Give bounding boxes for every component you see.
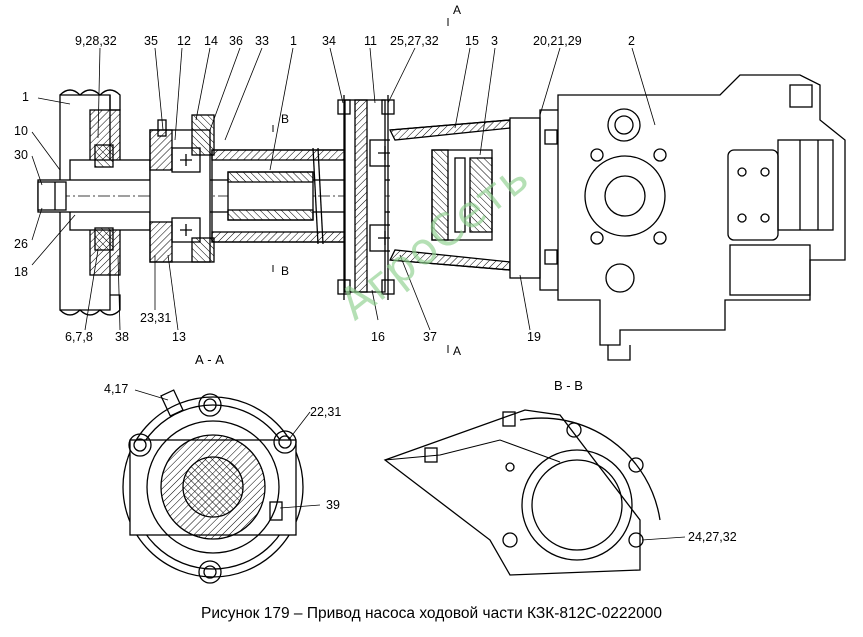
pump-flange: [509, 109, 561, 291]
callout-6-7-8: 6,7,8: [65, 330, 93, 344]
section-mark-a-bottom: А: [453, 344, 462, 358]
section-mark-b-top: В: [281, 112, 290, 126]
callout-4-17: 4,17: [104, 382, 129, 396]
callout-15: 15: [465, 34, 479, 48]
callout-1-top: 1: [290, 34, 297, 48]
section-a-a-view: [122, 389, 304, 584]
callout-35: 35: [144, 34, 158, 48]
section-lines: [272, 18, 449, 353]
callout-20-21-29: 20,21,29: [533, 34, 582, 48]
callout-16: 16: [371, 330, 385, 344]
callout-36: 36: [229, 34, 243, 48]
callout-12: 12: [177, 34, 191, 48]
callout-13: 13: [172, 330, 186, 344]
callout-19: 19: [527, 330, 541, 344]
callout-26: 26: [14, 237, 28, 251]
callout-24-27-32: 24,27,32: [688, 530, 737, 544]
middle-bearing-flange: [337, 95, 401, 300]
callout-25-27-32: 25,27,32: [390, 34, 439, 48]
section-a-a-title: А - А: [195, 352, 224, 367]
main-assembly-view: [37, 18, 846, 361]
callout-23-31: 23,31: [140, 311, 172, 325]
callout-1-left: 1: [22, 90, 29, 104]
callout-9-28-32: 9,28,32: [75, 34, 117, 48]
section-mark-b-bottom: В: [281, 264, 290, 278]
callout-2: 2: [628, 34, 635, 48]
callout-34: 34: [322, 34, 336, 48]
callout-3: 3: [491, 34, 498, 48]
callout-30: 30: [14, 148, 28, 162]
left-bearing-housing: [149, 114, 215, 263]
section-b-b-title: В - В: [554, 378, 583, 393]
callout-14: 14: [204, 34, 218, 48]
callout-38: 38: [115, 330, 129, 344]
section-b-b-view: [383, 409, 661, 576]
callout-11: 11: [364, 34, 377, 48]
callout-37: 37: [423, 330, 437, 344]
coupling-housing: [388, 119, 511, 271]
callout-33: 33: [255, 34, 269, 48]
section-mark-a-top: А: [453, 3, 462, 17]
callout-39: 39: [326, 498, 340, 512]
connecting-tube: [211, 147, 353, 245]
hydraulic-pump: [557, 74, 846, 361]
leader-lines: [31, 47, 686, 541]
callout-22-31: 22,31: [310, 405, 342, 419]
callout-18: 18: [14, 265, 28, 279]
callout-10: 10: [14, 124, 28, 138]
figure-caption: Рисунок 179 – Привод насоса ходовой част…: [200, 605, 662, 622]
